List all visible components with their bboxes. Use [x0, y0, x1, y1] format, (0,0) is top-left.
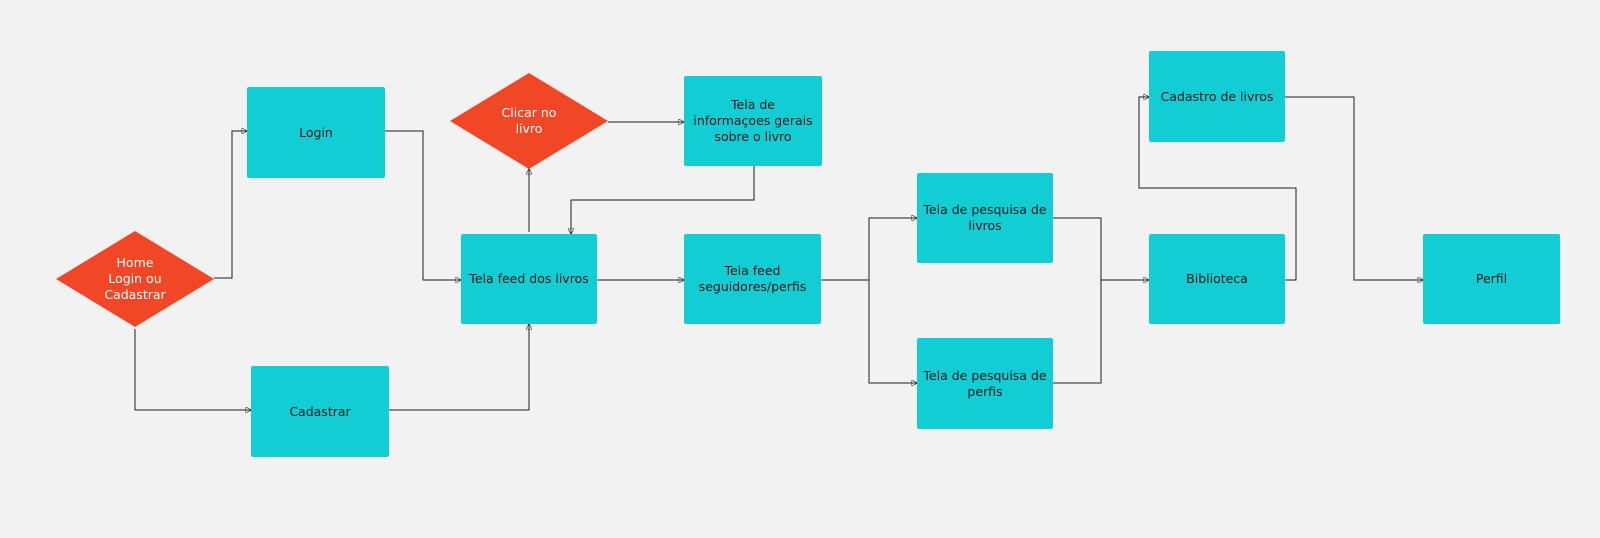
diamond-shape-icon — [450, 73, 608, 169]
tela-pesquisa-perfis-label: Tela de pesquisa de perfis — [923, 367, 1047, 399]
tela-informacoes-node[interactable]: Tela de informaçoes gerais sobre o livro — [684, 76, 822, 166]
connector-pesquisa-perfis-biblioteca — [1053, 280, 1102, 384]
tela-feed-seguidores-label: Tela feed seguidores/perfis — [698, 263, 807, 294]
tela-feed-livros-node[interactable]: Tela feed dos livros — [461, 234, 597, 324]
cadastro-livros-node[interactable]: Cadastro de livros — [1149, 51, 1285, 142]
home-decision-label: Home Login ou Cadastrar — [104, 255, 166, 302]
biblioteca-label: Biblioteca — [1186, 271, 1248, 286]
clicar-no-livro-decision[interactable]: Clicar no livro — [450, 73, 608, 169]
connector-pesquisa-livros-biblioteca — [1053, 217, 1149, 280]
connector-cadastro-livros-perfil — [1285, 96, 1423, 280]
biblioteca-node[interactable]: Biblioteca — [1149, 234, 1285, 324]
tela-pesquisa-livros-node[interactable]: Tela de pesquisa de livros — [917, 173, 1053, 263]
tela-pesquisa-perfis-node[interactable]: Tela de pesquisa de perfis — [917, 338, 1053, 429]
cadastrar-node-label: Cadastrar — [289, 403, 351, 419]
cadastrar-node[interactable]: Cadastrar — [251, 366, 389, 457]
connector-seguidores-pesquisa-livros — [821, 218, 917, 281]
connector-login-feed — [385, 130, 461, 280]
login-node-label: Login — [299, 124, 333, 140]
connector-home-cadastrar — [134, 329, 251, 410]
connector-biblioteca-cadastro-livros — [1138, 97, 1297, 281]
tela-feed-seguidores-node[interactable]: Tela feed seguidores/perfis — [684, 234, 821, 324]
connector-cadastrar-feed — [389, 324, 529, 411]
home-decision[interactable]: Home Login ou Cadastrar — [56, 231, 214, 327]
tela-pesquisa-livros-label: Tela de pesquisa de livros — [923, 202, 1047, 233]
connector-info-feed — [571, 166, 755, 234]
login-node[interactable]: Login — [247, 87, 385, 178]
perfil-node[interactable]: Perfil — [1423, 234, 1560, 324]
clicar-no-livro-label: Clicar no livro — [501, 105, 557, 136]
tela-informacoes-label: Tela de informaçoes gerais sobre o livro — [693, 97, 813, 144]
cadastro-livros-label: Cadastro de livros — [1160, 89, 1274, 104]
tela-feed-livros-label: Tela feed dos livros — [469, 271, 589, 286]
connector-home-login — [214, 131, 247, 279]
diamond-shape-icon — [56, 231, 214, 327]
connector-seguidores-pesquisa-perfis — [868, 280, 917, 383]
perfil-label: Perfil — [1475, 271, 1508, 286]
